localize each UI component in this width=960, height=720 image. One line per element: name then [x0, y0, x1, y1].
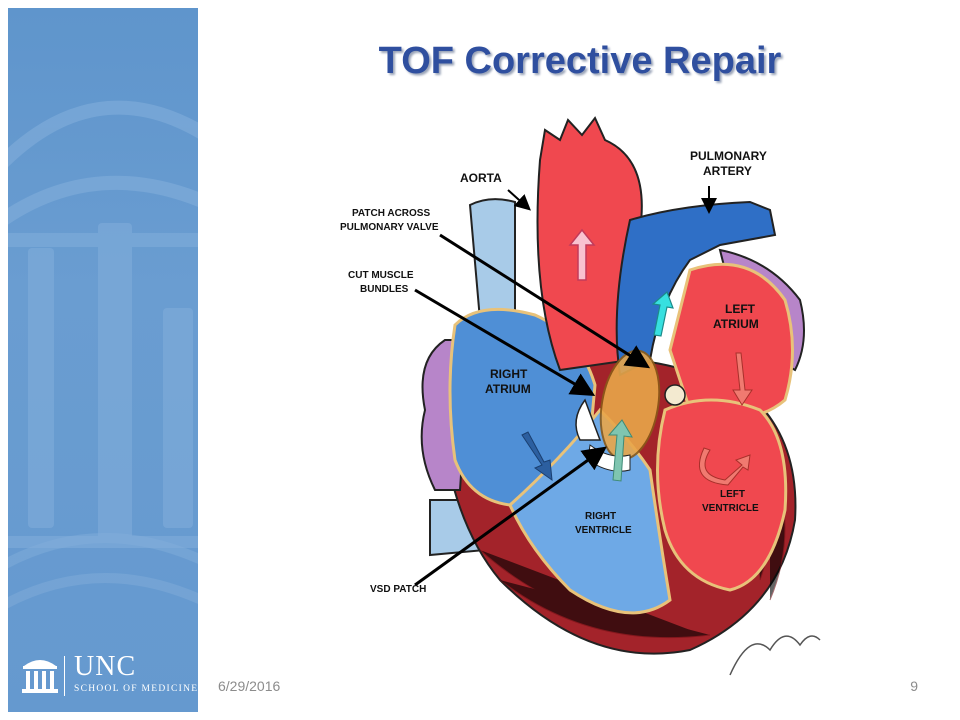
- heart-diagram: AORTA PULMONARY ARTERY PATCH ACROSS PULM…: [340, 116, 821, 676]
- label-left-ventricle-2: VENTRICLE: [702, 503, 759, 514]
- old-well-watermark-icon: [8, 100, 198, 609]
- label-aorta: AORTA: [460, 171, 502, 185]
- logo-subtitle: SCHOOL OF MEDICINE: [74, 684, 198, 694]
- flow-arrow-left-atrium: [732, 352, 753, 406]
- flow-arrow-left-ventricle: [699, 447, 751, 486]
- flow-arrow-pulmonary: [651, 290, 674, 337]
- sidebar-panel: UNC SCHOOL OF MEDICINE: [8, 8, 198, 712]
- pointer-aorta: [507, 189, 531, 211]
- aortic-valve-leaflet: [664, 384, 686, 406]
- flow-arrow-right-atrium: [521, 431, 553, 482]
- flow-arrow-aorta: [568, 228, 596, 281]
- left-ventricle-chamber: [656, 398, 788, 592]
- label-left-ventricle-1: LEFT: [720, 489, 745, 500]
- label-patch-2: PULMONARY VALVE: [340, 222, 439, 233]
- label-left-atrium-2: ATRIUM: [713, 317, 759, 331]
- label-right-atrium-2: ATRIUM: [485, 382, 531, 396]
- label-pulmonary-artery-2: ARTERY: [703, 164, 752, 178]
- slide-date: 6/29/2016: [218, 678, 281, 694]
- pointer-cut-muscle: [414, 288, 596, 397]
- superior-vena-cava: [468, 198, 516, 322]
- label-right-ventricle-2: VENTRICLE: [575, 525, 632, 536]
- valve-leaflets: [575, 398, 602, 441]
- artist-signature: [729, 635, 821, 676]
- pointer-patch: [439, 233, 651, 369]
- flow-arrow-right-ventricle: [607, 419, 633, 482]
- logo-divider: [64, 656, 65, 696]
- label-right-ventricle-1: RIGHT: [585, 511, 616, 522]
- unc-logo: UNC SCHOOL OF MEDICINE: [20, 652, 198, 700]
- label-cut-muscle-2: BUNDLES: [360, 284, 409, 295]
- label-right-atrium-1: RIGHT: [490, 367, 528, 381]
- label-cut-muscle-1: CUT MUSCLE: [348, 270, 414, 281]
- label-left-atrium-1: LEFT: [725, 302, 756, 316]
- logo-name: UNC: [74, 651, 137, 682]
- left-atrium-chamber: [668, 262, 794, 420]
- label-pulmonary-artery-1: PULMONARY: [690, 149, 767, 163]
- label-patch-1: PATCH ACROSS: [352, 208, 430, 219]
- old-well-logo-icon: [22, 660, 58, 693]
- page-number: 9: [910, 678, 918, 694]
- pointer-vsd-patch: [414, 446, 607, 587]
- slide-title: TOF Corrective Repair: [378, 40, 782, 82]
- label-vsd-patch: VSD PATCH: [370, 584, 426, 595]
